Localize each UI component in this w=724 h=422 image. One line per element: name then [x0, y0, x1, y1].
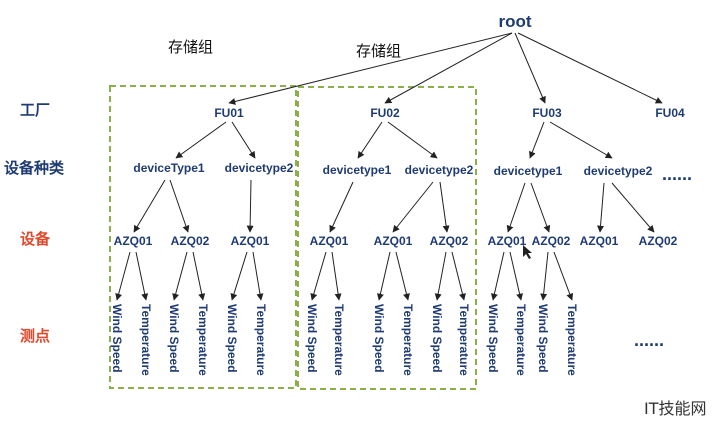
edge [530, 182, 551, 233]
level-label-factory: 工厂 [20, 101, 50, 119]
factory-node: FU01 [214, 106, 244, 120]
device-node: AZQ02 [532, 234, 571, 248]
level-label-measurement: 测点 [20, 327, 50, 345]
edge [514, 32, 546, 104]
edge [172, 251, 188, 301]
measurement-temperature: Temperature [196, 304, 210, 376]
edge [553, 251, 574, 301]
edge [230, 251, 248, 301]
edge [231, 121, 256, 159]
edge [506, 182, 526, 233]
device-node: AZQ01 [374, 234, 413, 248]
ellipsis-more-device-types: ...... [662, 164, 692, 184]
factory-node: FU03 [532, 106, 562, 120]
edge [310, 251, 327, 301]
edges-root [228, 32, 663, 105]
edge [376, 251, 391, 301]
ellipsis-more-measurements: ...... [634, 330, 664, 350]
edge [357, 121, 383, 159]
measurement-temperature: Temperature [457, 304, 471, 376]
edge [597, 182, 605, 233]
edge [252, 251, 264, 301]
device-type-node: devicetype2 [405, 163, 474, 177]
edges-factory [175, 121, 613, 159]
measurement-temperature: Temperature [565, 304, 579, 376]
device-node: AZQ02 [171, 234, 210, 248]
device-node: AZQ02 [639, 234, 678, 248]
edges-device-type [133, 179, 655, 233]
edge [549, 121, 613, 159]
device-node: AZQ01 [488, 234, 527, 248]
factory-node: FU02 [370, 106, 400, 120]
edge [192, 251, 206, 301]
edge [384, 32, 513, 104]
measurement-wind-speed: Wind Speed [372, 304, 386, 373]
edges-device [115, 251, 574, 301]
edge [611, 182, 655, 233]
edge [451, 251, 466, 301]
edge [517, 32, 663, 104]
device-node: AZQ01 [114, 234, 153, 248]
root-node: root [498, 12, 531, 31]
device-node: AZQ01 [580, 234, 619, 248]
edge [228, 32, 513, 105]
device-type-node: devicetype1 [323, 163, 392, 177]
edge [439, 181, 450, 233]
edge [329, 181, 354, 233]
edge [434, 251, 447, 301]
storage-group-label: 存储组 [168, 38, 213, 56]
device-type-node: devicetype2 [584, 164, 653, 178]
edge [395, 251, 410, 301]
edge [133, 179, 166, 233]
device-node: AZQ01 [310, 234, 349, 248]
edge [331, 251, 342, 301]
device-type-node: devicetype2 [225, 161, 294, 175]
edge [392, 181, 434, 233]
device-node: AZQ01 [231, 234, 270, 248]
measurement-temperature: Temperature [332, 304, 346, 376]
edge [175, 121, 227, 159]
edge [529, 121, 545, 159]
measurement-wind-speed: Wind Speed [305, 304, 319, 373]
measurement-temperature: Temperature [139, 304, 153, 376]
watermark-text: IT技能网 [644, 399, 707, 418]
level-label-device-type: 设备种类 [4, 159, 65, 177]
mouse-cursor [523, 245, 532, 259]
storage-group-label: 存储组 [356, 42, 401, 60]
edge [135, 251, 149, 301]
measurement-leaves: Wind Speed Temperature Wind Speed Temperatu… [110, 304, 579, 376]
measurement-wind-speed: Wind Speed [167, 304, 181, 373]
measurement-wind-speed: Wind Speed [430, 304, 444, 373]
measurement-temperature: Temperature [254, 304, 268, 376]
device-node: AZQ02 [430, 234, 469, 248]
edge [246, 179, 254, 233]
edge [490, 251, 505, 301]
measurement-wind-speed: Wind Speed [536, 304, 550, 373]
edge [387, 121, 438, 159]
level-label-device: 设备 [20, 230, 51, 248]
edge [509, 251, 524, 301]
device-type-node: devicetype1 [494, 164, 563, 178]
edge [115, 251, 131, 301]
factory-node: FU04 [655, 106, 685, 120]
measurement-wind-speed: Wind Speed [225, 304, 239, 373]
storage-group-box [109, 85, 297, 389]
measurement-temperature: Temperature [514, 304, 528, 376]
edge [540, 251, 549, 301]
measurement-wind-speed: Wind Speed [110, 304, 124, 373]
device-type-node: deviceType1 [133, 161, 204, 175]
edge [169, 179, 190, 233]
measurement-wind-speed: Wind Speed [486, 304, 500, 373]
measurement-temperature: Temperature [401, 304, 415, 376]
